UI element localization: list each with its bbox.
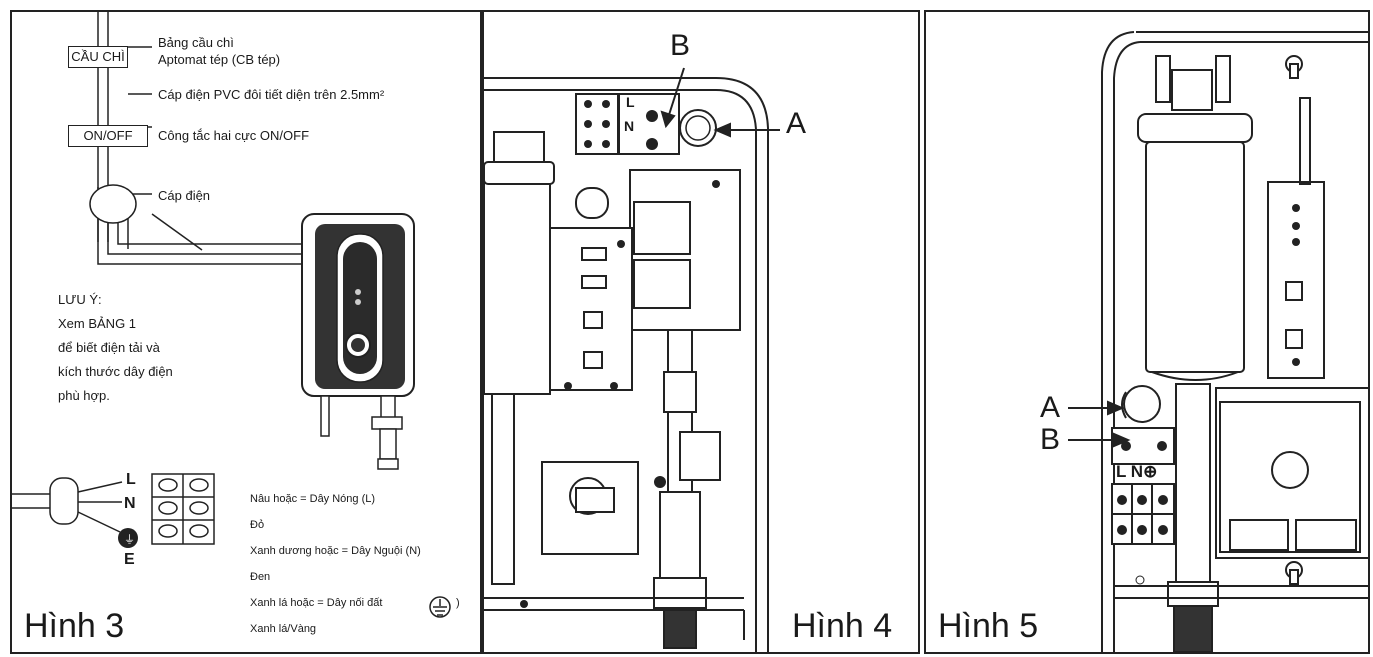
switch-box-label: ON/OFF	[68, 125, 148, 147]
figure-5-caption: Hình 5	[938, 607, 1039, 645]
wire-line-1: Nâu hoặc = Dây Nóng (L)	[250, 493, 376, 505]
terminal-n-4: N	[624, 118, 635, 134]
figure-5-panel: A B L N⊕ Hình 5	[924, 10, 1370, 654]
figure-4-caption: Hình 4	[792, 607, 893, 645]
cable-label: Cáp điện	[158, 188, 211, 203]
wire-line-3: Xanh dương hoặc = Dây Nguội (N)	[250, 545, 421, 557]
wire-line-5: Xanh lá hoặc = Dây nối đất	[250, 597, 383, 609]
terminal-text-5: L N⊕	[1116, 462, 1158, 481]
svg-text:⏚: ⏚	[124, 533, 135, 546]
label-b: B	[670, 29, 691, 62]
terminal-l-4: L	[626, 94, 635, 110]
note-line-1: Xem BẢNG 1	[58, 316, 137, 331]
wire-line-6: Xanh lá/Vàng	[250, 623, 317, 635]
cable-spec-label: Cáp điện PVC đôi tiết diện trên 2.5mm²	[158, 87, 385, 102]
heater-interior-drawing	[484, 67, 780, 652]
terminal-e: E	[124, 551, 135, 568]
wire-line-5-end: )	[456, 597, 460, 609]
heater-interior-front-drawing	[1068, 31, 1368, 652]
note-line-2: để biết điện tải và	[58, 340, 160, 355]
wiring-diagram-drawing: ⏚	[12, 12, 451, 618]
fuse-line-1: Bảng cầu chì	[158, 35, 234, 50]
figure-3-caption: Hình 3	[24, 607, 125, 645]
figure-4-panel: B A L N Hình 4	[482, 10, 920, 654]
terminal-n: N	[124, 495, 136, 512]
terminal-l: L	[126, 471, 136, 488]
note-title: LƯU Ý:	[58, 292, 102, 307]
label-b-5: B	[1040, 423, 1061, 456]
fuse-line-2: Aptomat tép (CB tép)	[158, 52, 281, 67]
wire-line-2: Đỏ	[250, 519, 265, 531]
fuse-box-label: CẦU CHÌ	[68, 46, 128, 68]
note-line-3: kích thước dây điện	[58, 364, 173, 379]
label-a-5: A	[1040, 391, 1061, 424]
label-a: A	[786, 107, 807, 140]
figure-3-panel: ⏚ CẦU CHÌ Bảng cầu chì Aptomat tép (CB t…	[10, 10, 482, 654]
switch-label: Công tắc hai cực ON/OFF	[158, 128, 310, 143]
wire-line-4: Đen	[250, 571, 271, 583]
note-line-4: phù hợp.	[58, 388, 110, 403]
